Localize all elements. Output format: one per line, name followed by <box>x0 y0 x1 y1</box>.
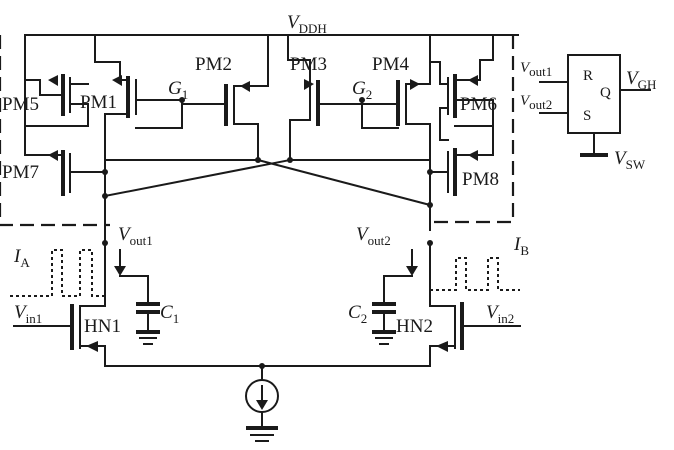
vout1-node <box>102 240 108 246</box>
latch-out-label: VGH <box>626 68 656 92</box>
node-mid-1 <box>255 157 261 163</box>
pm6-transistor <box>439 59 494 141</box>
pm2-transistor <box>181 81 269 161</box>
cross-coupling <box>103 113 432 301</box>
pm8-label: PM8 <box>462 169 499 190</box>
hn2-transistor <box>429 242 521 367</box>
left-dashed-box <box>0 35 110 227</box>
vout1-label: Vout1 <box>118 224 153 248</box>
ia-pulse <box>10 249 108 297</box>
pm3-transistor <box>289 59 363 161</box>
pm1-transistor <box>104 61 183 129</box>
ib-pulse <box>430 257 520 291</box>
pm4-transistor <box>361 61 431 231</box>
pm4-label: PM4 <box>372 54 409 75</box>
ib-label: IB <box>513 234 529 258</box>
vddh-rail <box>24 34 519 87</box>
node-right-cross <box>427 202 433 208</box>
g2-label: G2 <box>352 78 372 102</box>
g1-label: G1 <box>168 78 188 102</box>
c2-label: C2 <box>348 302 367 326</box>
node-mid-2 <box>287 157 293 163</box>
right-dashed-box <box>430 35 515 224</box>
ia-arrow-head <box>114 266 126 276</box>
pm7-transistor <box>24 79 106 196</box>
vddh-label: VDDH <box>287 12 327 36</box>
rs-latch <box>539 54 651 157</box>
latch-vss-label: VSW <box>614 148 646 172</box>
pm1-label: PM1 <box>80 92 117 113</box>
current-source <box>245 363 279 427</box>
latch-s-label: S <box>583 108 591 124</box>
pm5-label: PM5 <box>2 94 39 115</box>
vin2-label: Vin2 <box>486 302 514 326</box>
pm2-label: PM2 <box>195 54 232 75</box>
pm6-label: PM6 <box>460 94 497 115</box>
node-right-top <box>427 169 433 175</box>
hn2-label: HN2 <box>396 316 433 337</box>
c1-capacitor <box>119 275 160 345</box>
g2-node <box>359 97 365 103</box>
pm5-transistor <box>39 74 89 127</box>
pm3-label: PM3 <box>290 54 327 75</box>
latch-q-label: Q <box>600 85 611 101</box>
ib-arrow-head <box>406 266 418 276</box>
vout2-label: Vout2 <box>356 224 391 248</box>
ground-icon <box>246 426 278 442</box>
c2-capacitor <box>372 275 413 345</box>
latch-r-label: R <box>583 68 593 84</box>
node-left-top <box>102 169 108 175</box>
vin1-label: Vin1 <box>14 302 42 326</box>
c1-label: C1 <box>160 302 179 326</box>
latch-in2-label: Vout2 <box>520 93 552 112</box>
ia-label: IA <box>13 246 30 270</box>
g1-node <box>179 97 185 103</box>
hn1-transistor <box>13 299 431 367</box>
node-left-cross <box>102 193 108 199</box>
pm7-label: PM7 <box>2 162 39 183</box>
hn1-label: HN1 <box>84 316 121 337</box>
latch-in1-label: Vout1 <box>520 60 552 79</box>
